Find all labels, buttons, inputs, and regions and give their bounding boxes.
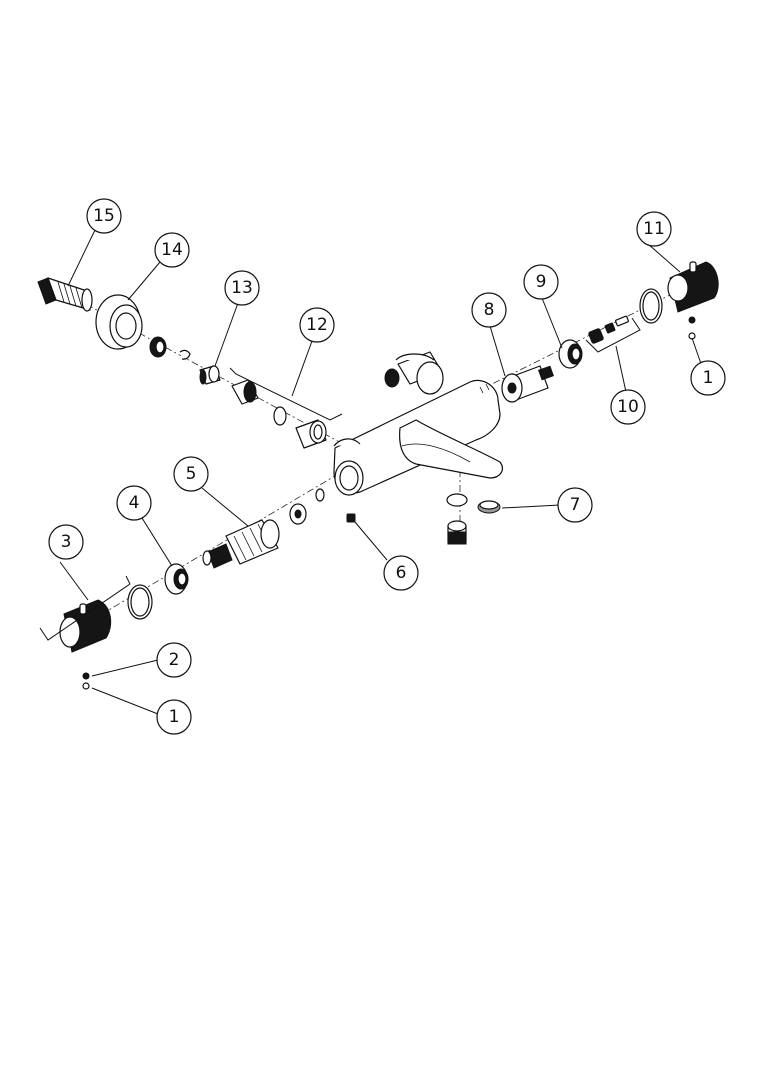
callout-5-label: 5 <box>186 464 197 484</box>
callout-4: 4 <box>116 485 152 521</box>
callout-7-label: 7 <box>570 495 581 515</box>
callout-11-label: 11 <box>643 219 665 239</box>
callout-13: 13 <box>224 270 260 306</box>
callout-8-label: 8 <box>484 300 495 320</box>
callout-4-label: 4 <box>129 493 140 513</box>
callout-12: 12 <box>299 307 335 343</box>
callout-3-label: 3 <box>61 532 72 552</box>
part-7-aerator <box>477 500 501 514</box>
part-11-handle <box>639 261 719 340</box>
part-14-washer <box>149 336 191 360</box>
callout-2: 2 <box>156 642 192 678</box>
callout-11: 11 <box>636 211 672 247</box>
callout-9-label: 9 <box>536 272 547 292</box>
part-14-rosette <box>95 294 143 350</box>
callout-10-label: 10 <box>617 397 639 417</box>
leader-lines <box>39 229 707 715</box>
part-4-nut <box>164 563 189 595</box>
callout-14: 14 <box>154 232 190 268</box>
callout-6: 6 <box>383 555 419 591</box>
callout-10: 10 <box>610 389 646 425</box>
part-8-flow-cartridge <box>501 365 554 403</box>
part-6-plug <box>346 513 356 523</box>
callouts: 15 14 13 12 11 1 10 9 8 7 6 5 4 3 2 1 <box>48 198 726 735</box>
callout-5: 5 <box>173 456 209 492</box>
callout-14-label: 14 <box>161 240 183 260</box>
callout-1-right-label: 1 <box>703 368 714 388</box>
callout-1-left: 1 <box>156 699 192 735</box>
callout-15-label: 15 <box>93 206 115 226</box>
callout-13-label: 13 <box>231 278 253 298</box>
part-3-handle <box>59 599 112 653</box>
part-12-check-valve <box>231 379 327 449</box>
callout-8: 8 <box>471 292 507 328</box>
part-3-ring <box>127 584 153 620</box>
outlet-parts <box>446 493 468 545</box>
part-10-stop <box>588 315 629 344</box>
callout-3: 3 <box>48 524 84 560</box>
part-15-filter <box>37 277 93 312</box>
callout-1-right: 1 <box>690 360 726 396</box>
callout-2-label: 2 <box>169 650 180 670</box>
mixer-body <box>333 351 503 496</box>
callout-12-label: 12 <box>306 315 328 335</box>
callout-15: 15 <box>86 198 122 234</box>
callout-1-left-label: 1 <box>169 707 180 727</box>
part-5-thermo-cartridge <box>202 488 325 569</box>
callout-6-label: 6 <box>396 563 407 583</box>
part-9-nut <box>558 339 583 369</box>
callout-9: 9 <box>523 264 559 300</box>
part-2-and-1-screws <box>82 672 90 690</box>
callout-7: 7 <box>557 487 593 523</box>
part-13-bushing <box>199 365 221 385</box>
